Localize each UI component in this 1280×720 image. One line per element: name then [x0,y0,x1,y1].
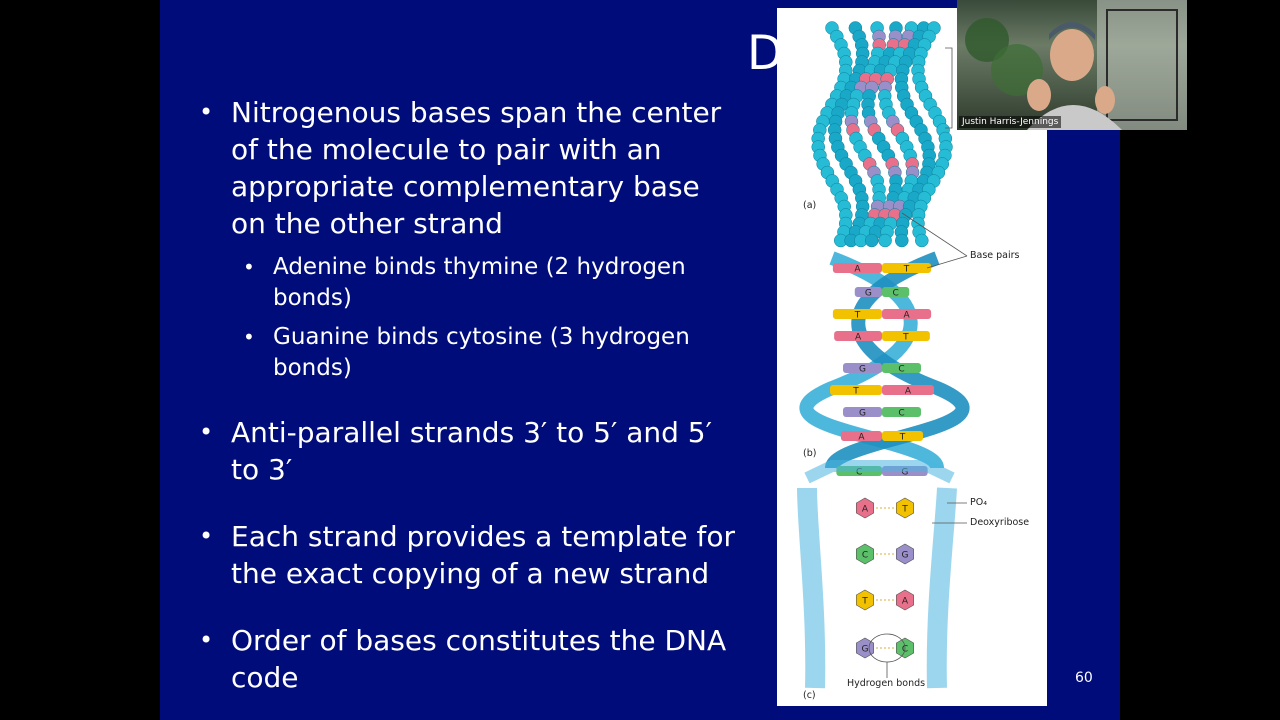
base-bar [834,331,882,341]
base-letter: C [898,365,904,375]
bullet-dot: • [199,418,214,446]
base-bar [882,331,930,341]
panel-a-label: (a) [803,200,817,211]
base-letter: A [902,597,909,607]
base-pairs-label: Base pairs [970,250,1020,261]
bullet-dot: • [199,98,214,126]
atom-sphere [864,233,879,248]
base-bar [882,309,932,319]
base-letter: A [903,311,910,321]
space-filling-model [811,21,953,248]
bullet-dot: • [243,255,255,279]
atom-sphere [915,233,929,248]
atom-sphere [895,233,909,248]
base-ring [896,543,914,565]
sub-bullet-1: • Adenine binds thymine (2 hydrogen bond… [243,252,703,314]
base-ring [856,543,874,565]
bullet-text: Each strand provides a template for the … [231,520,736,590]
base-ring [856,497,874,519]
base-bar [882,431,924,441]
video-frame [965,0,1187,130]
base-letter: A [862,505,869,515]
base-letter: C [862,551,868,561]
base-letter: T [902,333,909,343]
base-bar [882,407,921,417]
base-bar [830,385,882,395]
base-letter: G [865,289,872,299]
base-letter: G [902,551,909,561]
base-letter: G [859,409,866,419]
bullet-dot: • [243,325,255,349]
base-letter: C [856,468,862,478]
bullet-4: • Order of bases constitutes the DNA cod… [199,622,741,696]
panel-c-label: (c) [803,690,816,701]
base-letter: C [892,289,898,299]
po4-label: PO₄ [970,497,988,508]
bullet-dot: • [199,522,214,550]
base-bar [832,309,882,319]
base-letter: G [862,645,869,655]
base-bar [843,363,882,373]
base-bar [882,287,910,297]
base-letter: G [859,365,866,375]
base-letter: G [901,468,908,478]
base-bar [882,363,921,373]
base-bar [832,263,882,273]
base-letter: T [899,433,906,443]
base-letter: T [901,505,908,515]
base-letter: A [905,387,912,397]
base-bar [843,407,882,417]
base-letter: A [855,333,862,343]
base-letter: T [903,265,910,275]
base-letter: T [861,597,868,607]
base-bar [882,263,932,273]
bullet-text: Order of bases constitutes the DNA code [231,624,727,694]
sub-bullet-text: Guanine binds cytosine (3 hydrogen bonds… [273,324,690,381]
sub-bullet-text: Adenine binds thymine (2 hydrogen bonds) [273,254,686,311]
base-letter: A [854,265,861,275]
bullet-2: • Anti-parallel strands 3′ to 5′ and 5′ … [199,414,731,488]
hydrogen-bonds-label: Hydrogen bonds [847,678,926,689]
base-ring [856,589,874,611]
base-ring [896,497,914,519]
base-bar [840,431,882,441]
atom-sphere [878,233,892,248]
participant-video-thumbnail[interactable]: Justin Harris-Jennings [957,0,1187,130]
base-letter: A [858,433,865,443]
bullet-text: Nitrogenous bases span the center of the… [231,96,722,240]
slide-page-number: 60 [1075,670,1093,686]
bullet-3: • Each strand provides a template for th… [199,518,741,592]
base-letter: T [854,311,861,321]
deoxyribose-label: Deoxyribose [970,517,1030,528]
base-letter: C [898,409,904,419]
base-ring [856,637,874,659]
base-bar [882,385,934,395]
base-bar [854,287,882,297]
bullet-text: Anti-parallel strands 3′ to 5′ and 5′ to… [231,416,712,486]
base-letter: T [852,387,859,397]
bullet-dot: • [199,626,214,654]
sub-bullet-2: • Guanine binds cytosine (3 hydrogen bon… [243,322,703,384]
bullet-1: • Nitrogenous bases span the center of t… [199,94,731,242]
panel-b-label: (b) [803,448,817,459]
participant-name: Justin Harris-Jennings [959,116,1062,128]
base-ring [896,589,914,611]
